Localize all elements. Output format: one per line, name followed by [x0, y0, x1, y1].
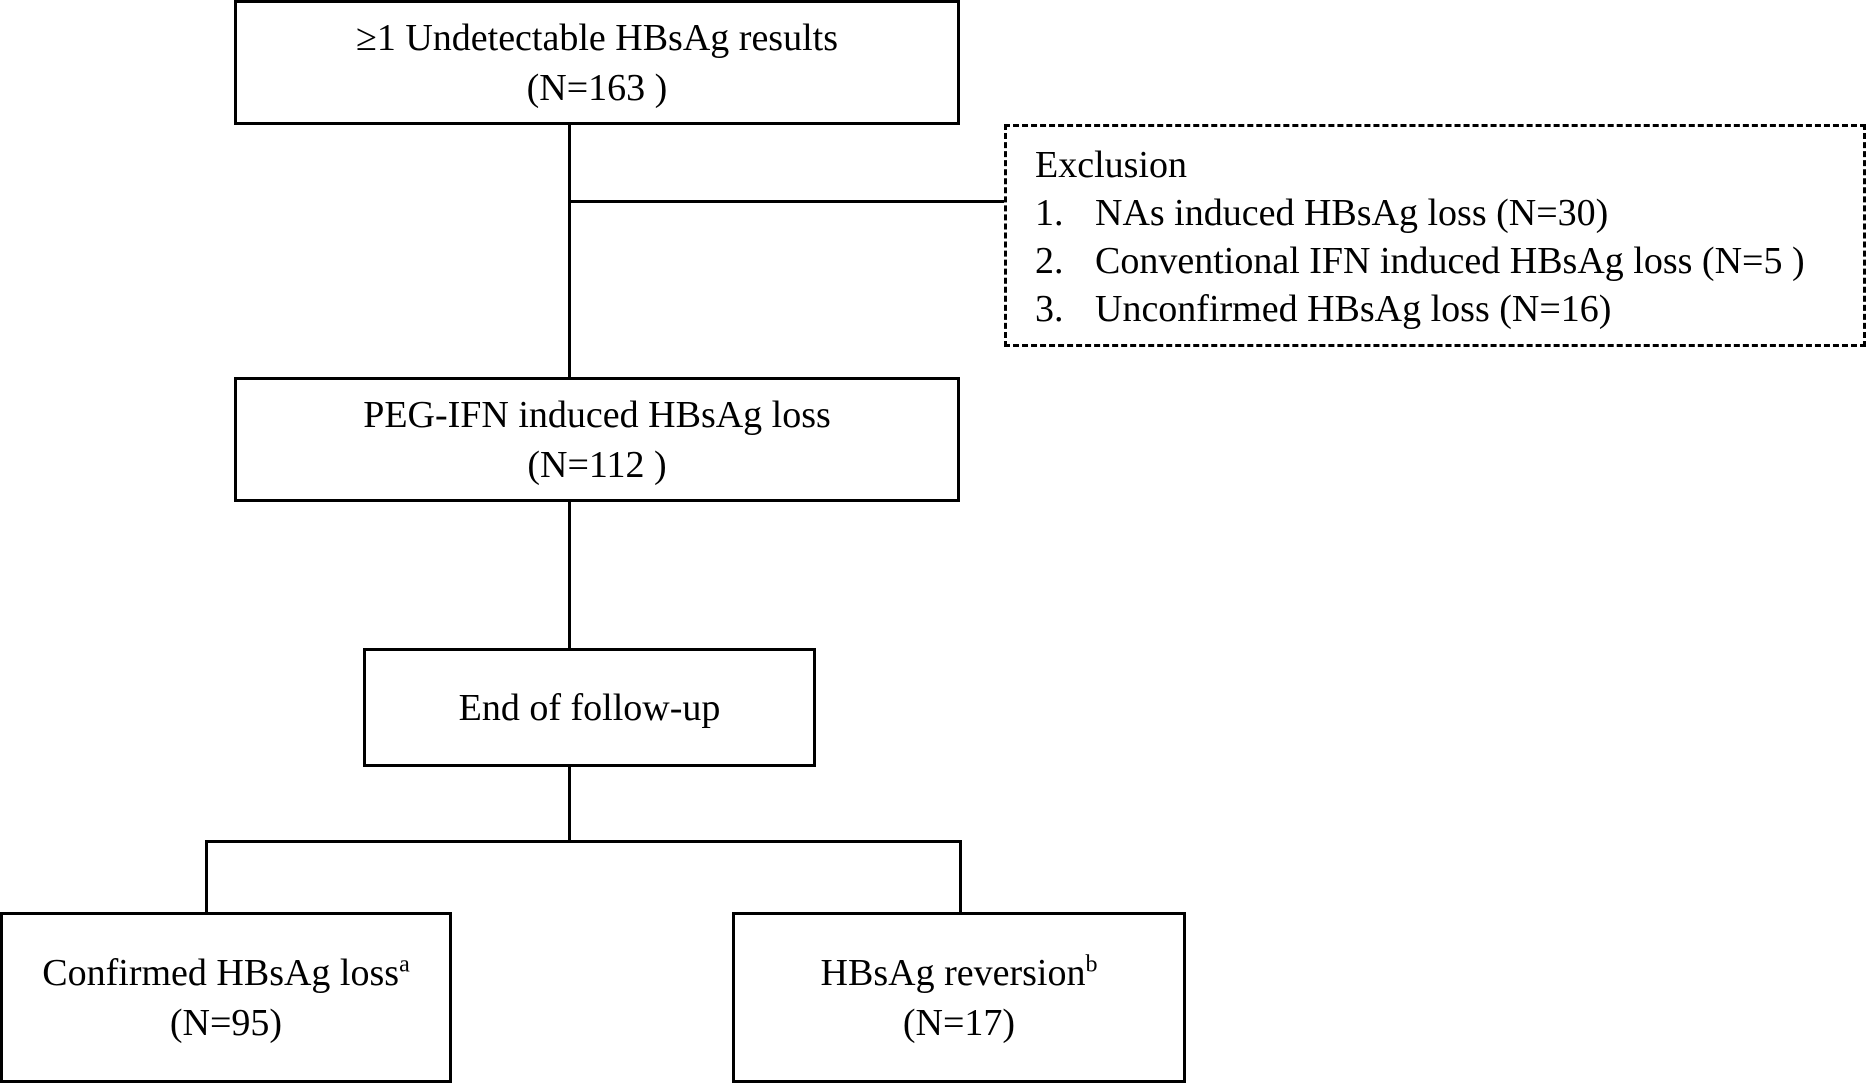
connector-top-to-peg	[568, 124, 571, 380]
exclusion-item-text: Conventional IFN induced HBsAg loss (N=5…	[1095, 240, 1805, 282]
exclusion-item-text: NAs induced HBsAg loss (N=30)	[1095, 192, 1609, 234]
exclusion-item-number: 3.	[1035, 288, 1064, 330]
box-reversion-title: HBsAg reversionb	[821, 948, 1098, 998]
box-undetectable-title: ≥1 Undetectable HBsAg results	[355, 16, 839, 59]
connector-branch-left	[205, 840, 208, 915]
exclusion-item: 2. Conventional IFN induced HBsAg loss (…	[1035, 237, 1863, 285]
box-undetectable-count: (N=163 )	[526, 66, 668, 109]
exclusion-item-text: Unconfirmed HBsAg loss (N=16)	[1095, 288, 1612, 330]
box-undetectable-hbsag: ≥1 Undetectable HBsAg results (N=163 )	[234, 0, 960, 125]
box-confirmed-label: Confirmed HBsAg loss	[42, 951, 400, 994]
box-confirmed-hbsag-loss: Confirmed HBsAg lossa (N=95)	[0, 912, 452, 1083]
exclusion-item-number: 2.	[1035, 240, 1064, 282]
box-confirmed-count: (N=95)	[169, 1001, 283, 1044]
box-reversion-footnote: b	[1085, 950, 1098, 977]
box-reversion-count: (N=17)	[902, 1001, 1016, 1044]
box-reversion-label: HBsAg reversion	[820, 951, 1086, 994]
box-peg-ifn-title: PEG-IFN induced HBsAg loss	[363, 393, 831, 436]
exclusion-item: 3. Unconfirmed HBsAg loss (N=16)	[1035, 285, 1863, 333]
box-confirmed-footnote: a	[399, 950, 410, 977]
box-hbsag-reversion: HBsAg reversionb (N=17)	[732, 912, 1186, 1083]
exclusion-title: Exclusion	[1035, 144, 1187, 186]
box-confirmed-title: Confirmed HBsAg lossa	[42, 948, 409, 998]
box-end-of-followup: End of follow-up	[363, 648, 816, 767]
connector-branch-horizontal	[205, 840, 962, 843]
connector-peg-to-end	[568, 500, 571, 652]
exclusion-item: 1. NAs induced HBsAg loss (N=30)	[1035, 189, 1863, 237]
exclusion-box: Exclusion 1. NAs induced HBsAg loss (N=3…	[1004, 124, 1866, 347]
box-peg-ifn-count: (N=112 )	[527, 443, 667, 486]
exclusion-item-number: 1.	[1035, 192, 1064, 234]
connector-branch-right	[959, 840, 962, 915]
connector-to-exclusion	[568, 200, 1005, 203]
box-peg-ifn-loss: PEG-IFN induced HBsAg loss (N=112 )	[234, 377, 960, 502]
box-end-followup-title: End of follow-up	[458, 686, 721, 729]
connector-end-down	[568, 765, 571, 842]
